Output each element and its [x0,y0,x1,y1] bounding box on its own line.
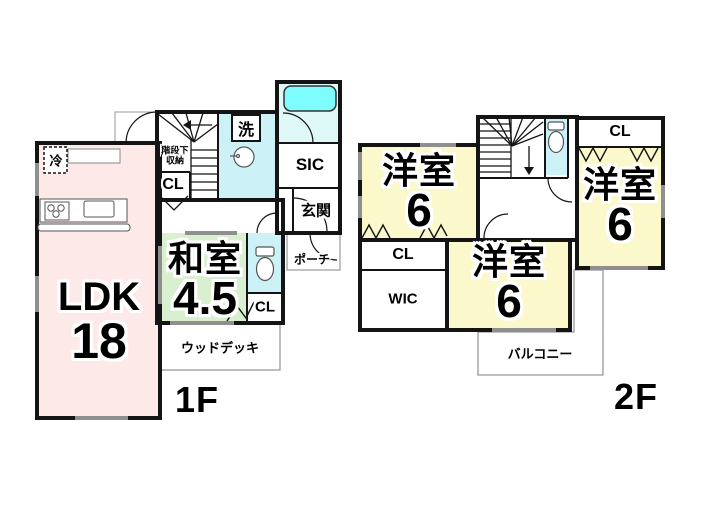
stairs-2f [480,116,544,178]
label-under-stairs-storage: 階段下 収納 [161,145,189,166]
label-sic: SIC [295,155,325,174]
label-closet-stairs: CL [162,176,184,193]
label-wic: WIC [388,290,418,308]
label-entrance: 玄関 [300,202,332,220]
label-bedroom-ne: 洋室 6 [582,163,658,251]
label-ldk: LDK 18 [57,274,141,370]
bedroom-ne-size: 6 [607,198,633,251]
label-washitsu: 和室 4.5 [167,237,243,325]
label-bedroom-center: 洋室 6 [471,240,547,328]
room-bath [277,82,340,143]
bedroom-center-name: 洋室 [471,240,547,282]
label-closet-toilet: CL [255,298,275,316]
label-bedroom-nw: 洋室 6 [381,149,457,237]
bedroom-center-size: 6 [496,275,522,328]
ldk-name: LDK [57,274,141,319]
bedroom-nw-size: 6 [406,184,432,237]
label-wood-deck: ウッドデッキ [180,340,260,356]
room-toilet-2f [545,118,568,175]
washitsu-size: 4.5 [173,272,237,325]
label-closet-ne: CL [609,123,631,140]
label-fridge: 冷 [49,153,63,169]
washitsu-name: 和室 [167,237,243,279]
label-floor-1f: 1F [174,379,220,420]
label-balcony: バルコニー [507,346,573,362]
vestibule-outline [114,111,158,144]
label-closet-nw: CL [392,246,414,263]
label-porch: ポーチ [293,252,331,267]
room-toilet-1f [247,233,283,293]
bedroom-ne-name: 洋室 [582,163,658,205]
ldk-size: 18 [71,313,127,370]
label-laundry: 洗 [237,122,255,139]
label-floor-2f: 2F [613,376,659,417]
bedroom-nw-name: 洋室 [381,149,457,191]
